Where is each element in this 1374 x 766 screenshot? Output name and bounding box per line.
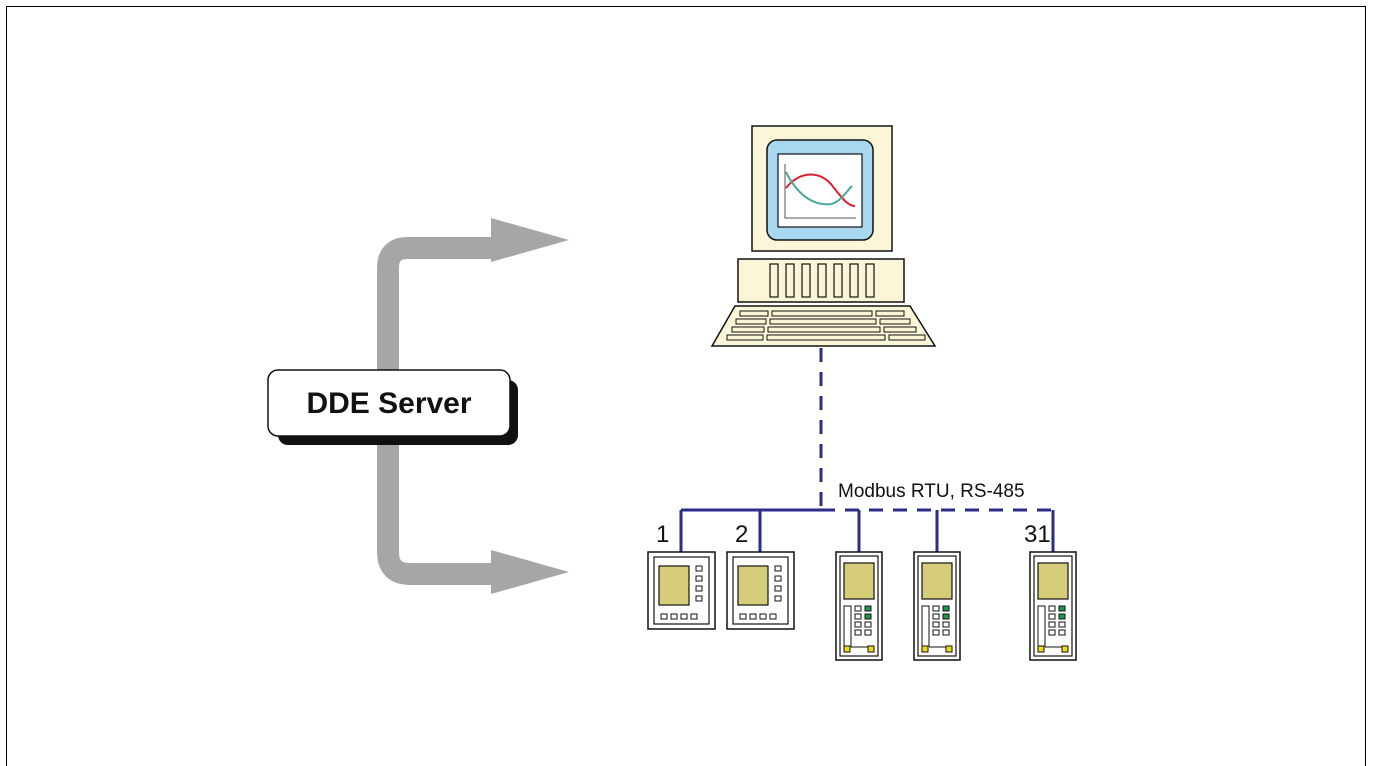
device-tall-31 (1029, 551, 1077, 661)
dde-server-label: DDE Server (306, 387, 471, 420)
device-tall-3 (835, 551, 883, 661)
screen-curve-red (785, 173, 856, 207)
arrow-group (377, 218, 569, 594)
screen-chart-axes (784, 164, 856, 219)
diagram-frame (6, 6, 1366, 766)
device-number-2: 2 (735, 521, 748, 548)
keyboard-keys (726, 310, 926, 341)
drive-bays (769, 263, 875, 298)
device-number-31: 31 (1024, 521, 1051, 548)
device-display (737, 565, 769, 606)
dde-server-panel (267, 369, 511, 437)
arrow-shaft-lower (377, 444, 498, 585)
device-tall-4 (913, 551, 961, 661)
bus-network (679, 348, 1055, 552)
device-display (658, 565, 690, 606)
arrow-shaft (377, 237, 498, 372)
device-panel-1 (647, 551, 716, 630)
arrow-head-top (491, 218, 569, 262)
device-number-1: 1 (656, 521, 669, 548)
screen-curve-teal (785, 171, 853, 206)
bus-label: Modbus RTU, RS-485 (838, 481, 1025, 502)
dde-server-box: DDE Server (267, 369, 518, 445)
arrow-head-bottom (491, 550, 569, 594)
monitor-screen (777, 153, 863, 228)
computer (710, 125, 937, 347)
device-panel-2 (726, 551, 795, 630)
